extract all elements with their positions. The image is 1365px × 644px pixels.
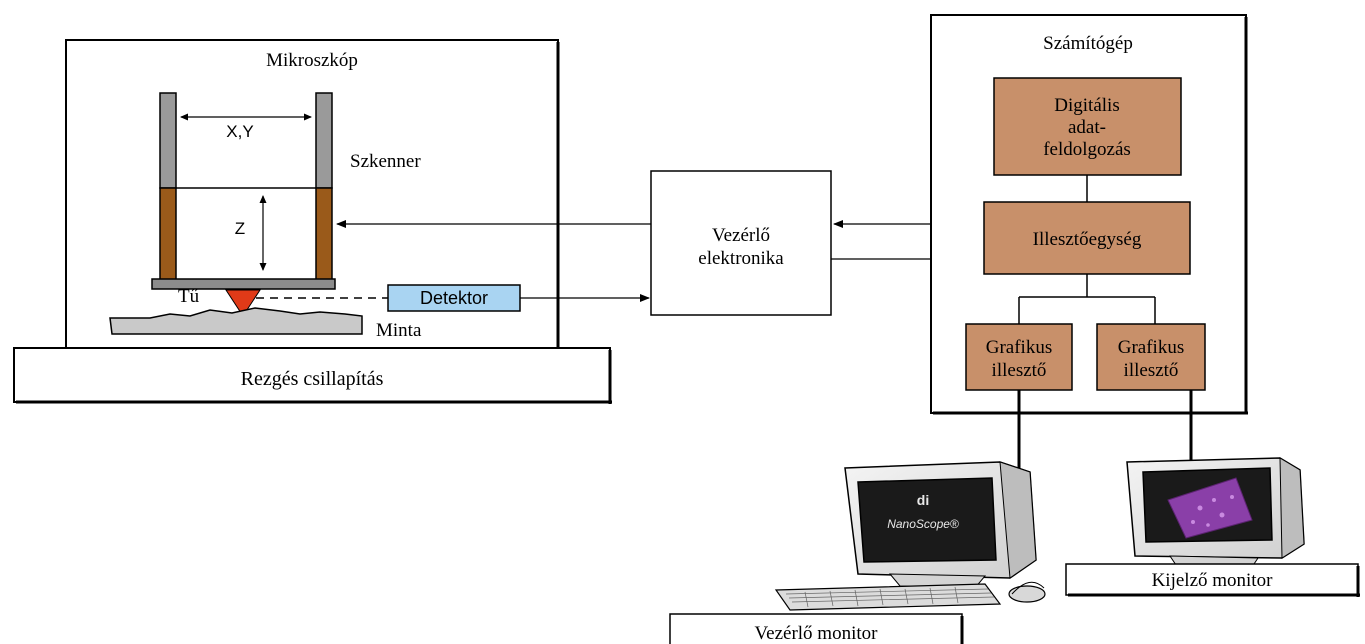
- scanner-label: Szkenner: [350, 151, 421, 172]
- microscope-group: Rezgés csillapítás Mikroszkóp X,Y Z Szke…: [13, 39, 612, 404]
- graphics1-label-line1: Grafikus: [986, 337, 1052, 358]
- microscope-label: Mikroszkóp: [266, 50, 358, 71]
- digital-label-line2: adat-: [1068, 117, 1106, 138]
- sample: [109, 307, 363, 335]
- digital-label-line3: feldolgozás: [1043, 139, 1131, 160]
- computer-group: Számítógép Digitális adat- feldolgozás I…: [930, 14, 1248, 415]
- interface-label: Illesztőegység: [1033, 229, 1142, 250]
- display-screen-image: [1167, 477, 1253, 539]
- controller-electronics: Vezérlő elektronika: [650, 170, 832, 316]
- digital-processing-box: [993, 77, 1182, 176]
- display-monitor-label-box: [1065, 563, 1359, 596]
- display-monitor-illustration: [1126, 457, 1305, 571]
- screen-logo: di: [917, 492, 929, 508]
- controller-label-line2: elektronika: [698, 248, 784, 269]
- graphics1-label-line2: illesztő: [992, 360, 1047, 381]
- graphics-adapter-1: [965, 323, 1073, 391]
- interface-unit-box: [983, 201, 1191, 275]
- detector-box: [387, 284, 521, 312]
- screen-brand: NanoScope®: [887, 517, 959, 531]
- control-monitor-label: Vezérlő monitor: [755, 623, 879, 644]
- control-monitor-illustration: di NanoScope®: [774, 461, 1046, 611]
- sample-label: Minta: [376, 320, 422, 341]
- digital-label-line1: Digitális: [1054, 95, 1119, 116]
- display-monitor-label: Kijelző monitor: [1152, 570, 1274, 591]
- tip-label: Tű: [178, 286, 200, 307]
- graphics-adapter-2: [1096, 323, 1206, 391]
- graphics2-label-line1: Grafikus: [1118, 337, 1184, 358]
- vibration-label: Rezgés csillapítás: [241, 368, 384, 390]
- controller-label-line1: Vezérlő: [712, 225, 770, 246]
- keyboard: [774, 583, 1002, 611]
- xy-label: X,Y: [226, 122, 253, 141]
- mouse: [1008, 585, 1046, 603]
- detector-label: Detektor: [420, 288, 488, 308]
- z-label: Z: [235, 219, 245, 238]
- computer-label: Számítógép: [1043, 33, 1133, 54]
- tip: [225, 289, 261, 317]
- scanner: X,Y Z: [151, 92, 336, 290]
- control-monitor-screen: [857, 477, 997, 563]
- vibration-damping-base: [13, 347, 611, 403]
- graphics2-label-line2: illesztő: [1124, 360, 1179, 381]
